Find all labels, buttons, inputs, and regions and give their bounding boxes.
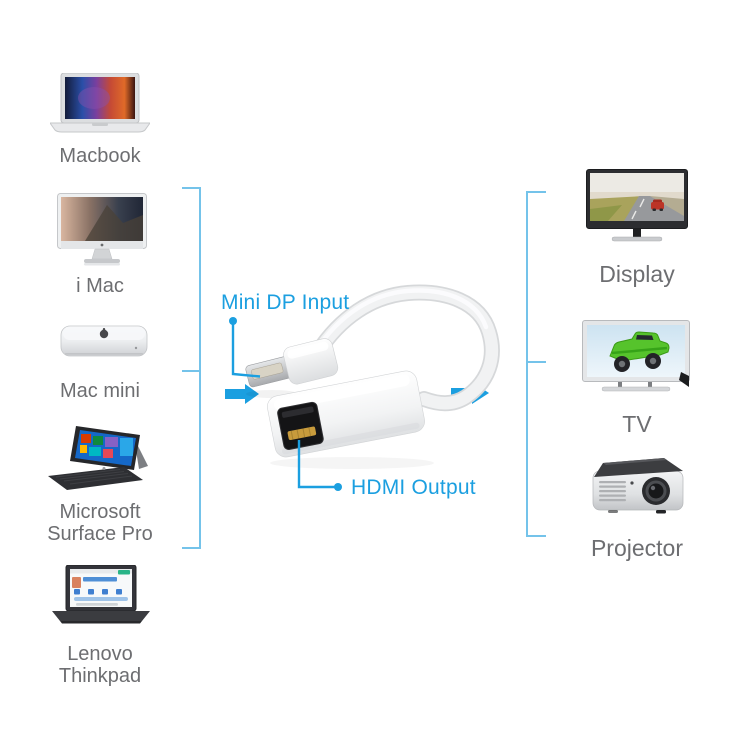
lenovo-thinkpad-icon [52,565,150,635]
hdmi-output-label: HDMI Output [351,476,476,499]
tv-icon [582,320,690,400]
adapter-shadow [270,457,434,469]
hdmi-leader-line [297,440,342,491]
projector-icon [590,456,686,520]
imac-icon [57,193,147,267]
mini-dp-input-label: Mini DP Input [221,291,350,314]
right-bracket [526,191,546,537]
mini-dp-connector [245,338,339,388]
display-icon [586,169,688,243]
lenovo-thinkpad-label: Lenovo Thinkpad [58,643,142,687]
macbook-label: Macbook [59,145,141,167]
display-label: Display [599,261,675,287]
input-arrow-icon [225,384,259,404]
surface-pro-label: Microsoft Surface Pro [47,501,153,545]
mini-dp-leader-line [229,317,261,378]
projector-grille [599,481,626,502]
left-bracket [182,187,201,549]
imac-label: i Mac [76,275,124,297]
truck-graphic [609,331,670,372]
adapter-cable [310,284,500,412]
mac-mini-label: Mac mini [59,380,140,402]
surface-pro-icon [46,426,160,492]
projector-label: Projector [590,535,684,561]
adapter-body [267,370,425,458]
macbook-icon [50,73,150,135]
mac-mini-icon [60,319,148,363]
projector-lens [642,477,670,505]
tv-label: TV [622,411,652,437]
hdmi-port [277,401,324,450]
